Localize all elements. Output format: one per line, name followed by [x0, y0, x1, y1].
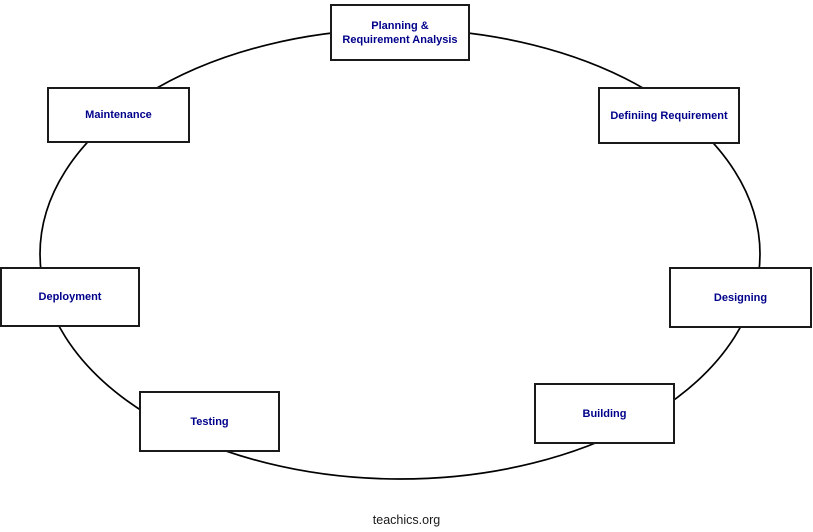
node-testing: Testing: [139, 391, 280, 452]
node-planning-requirement-analysis: Planning & Requirement Analysis: [330, 4, 470, 61]
source-watermark: teachics.org: [372, 513, 441, 527]
node-defining-requirement: Definiing Requirement: [598, 87, 740, 144]
node-label: Testing: [190, 415, 229, 428]
node-maintenance: Maintenance: [47, 87, 190, 143]
node-label: Definiing Requirement: [610, 109, 728, 122]
node-label: Deployment: [38, 291, 102, 303]
node-label: Requirement Analysis: [342, 33, 458, 46]
node-label: Designing: [713, 291, 768, 304]
node-building: Building: [534, 383, 675, 444]
node-deployment: Deployment: [0, 267, 140, 327]
node-label: Maintenance: [85, 109, 152, 121]
node-designing: Designing: [669, 267, 812, 328]
node-label: Building: [582, 407, 627, 420]
node-label: Planning &: [371, 19, 429, 32]
